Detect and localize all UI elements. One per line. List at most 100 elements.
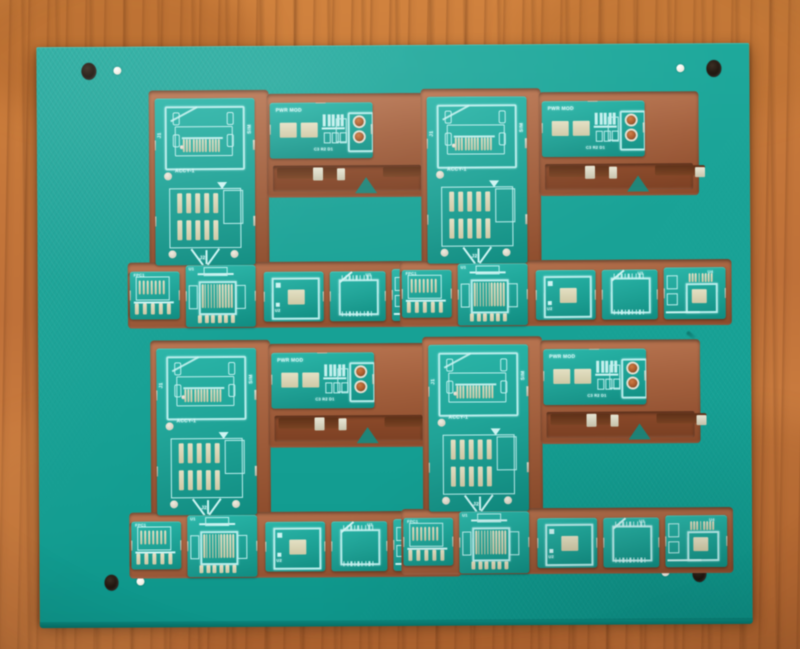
qfp-pin-bottom bbox=[367, 311, 369, 317]
qfp-pin-bottom bbox=[631, 309, 634, 315]
channel-shadow bbox=[548, 165, 610, 178]
main-fanout-trace-r bbox=[480, 494, 494, 512]
sub-board-5[interactable]: U4 bbox=[663, 266, 726, 320]
sub-board-3[interactable]: U2 bbox=[535, 269, 596, 321]
qfp-outline bbox=[340, 529, 381, 566]
connector-bottom-pad bbox=[168, 553, 173, 565]
power-pad-left bbox=[551, 120, 569, 137]
silk-text-main-4: J2 bbox=[201, 505, 208, 512]
breakaway-tab-module-left bbox=[269, 124, 271, 135]
sub-board-2[interactable]: U1 bbox=[185, 264, 256, 328]
socket-contact-finger bbox=[465, 385, 468, 399]
main-board-via-2 bbox=[442, 496, 451, 505]
qfn-bottom-pad bbox=[495, 313, 500, 322]
silk-text-sub-1: FPC1 bbox=[133, 272, 145, 278]
silk-text-main-1: ACCY-1 bbox=[446, 166, 467, 173]
sub-board-2[interactable]: U1 bbox=[457, 263, 528, 326]
connector-pin bbox=[420, 526, 423, 541]
smd-part-a bbox=[325, 382, 333, 394]
main-fanout-trace-c bbox=[205, 250, 208, 265]
sub-board-2[interactable]: U1 bbox=[187, 514, 258, 578]
breakaway-tab-main-right-bot bbox=[254, 465, 258, 476]
breakaway-tab-sub-left bbox=[187, 541, 189, 552]
header-pin bbox=[605, 360, 609, 373]
silk-text-sub-3: U2 bbox=[276, 557, 282, 563]
qfn-sidebox-l bbox=[188, 285, 198, 310]
power-pad-right bbox=[574, 368, 592, 384]
terminal-hole-1 bbox=[628, 363, 638, 373]
qfn-bottom-pad bbox=[231, 564, 236, 573]
breakaway-tab-sub-left bbox=[331, 541, 333, 552]
socket-contact-finger bbox=[485, 385, 488, 399]
connector-pin bbox=[428, 526, 431, 541]
qfp-pin-top bbox=[363, 275, 365, 281]
channel-tab-c bbox=[696, 415, 707, 426]
sub-board-1[interactable]: FPC1 bbox=[401, 269, 452, 318]
qfp-pin-bottom bbox=[629, 557, 632, 563]
silk-text-main-3: SIM bbox=[246, 124, 253, 134]
sub-board-3[interactable]: U2 bbox=[263, 271, 324, 322]
sub-board-4[interactable]: U3 bbox=[601, 269, 658, 320]
breakaway-tab-main-left-top bbox=[154, 140, 156, 151]
qfp-pin-bottom bbox=[639, 309, 641, 315]
main-fanout-trace-c bbox=[477, 248, 480, 263]
dense-bar bbox=[665, 311, 700, 314]
connector-pin bbox=[142, 280, 145, 295]
breakaway-tab-sub-left bbox=[535, 290, 537, 301]
sub-board-3[interactable]: U2 bbox=[265, 521, 326, 572]
sub-board-4[interactable]: U3 bbox=[329, 271, 386, 322]
power-pad-right bbox=[572, 120, 590, 136]
main-fanout-trace-r bbox=[207, 248, 221, 266]
qfn-pin bbox=[229, 534, 232, 559]
dense-bar bbox=[667, 559, 702, 562]
connector-bottom-pad bbox=[152, 553, 157, 565]
sub-board-2[interactable]: U1 bbox=[459, 511, 530, 574]
dense-pin bbox=[696, 521, 699, 531]
sub-board-1[interactable]: FPC1 bbox=[403, 517, 454, 566]
main-fanout-trace-c bbox=[479, 496, 481, 511]
terminal-hole-1 bbox=[626, 115, 636, 125]
dense-side-box-a bbox=[666, 275, 678, 290]
silk-text-main-2: J1 bbox=[428, 130, 435, 137]
socket-slot-4 bbox=[500, 380, 508, 394]
qfp-pin-top bbox=[353, 525, 356, 531]
qfn-sidebox-r bbox=[237, 534, 248, 559]
channel-tab-a bbox=[314, 417, 325, 431]
qfp-outline bbox=[610, 277, 651, 314]
sub-board-1[interactable]: FPC1 bbox=[131, 521, 182, 570]
silk-text-module-2: C3 R2 D1 bbox=[585, 144, 606, 150]
sub-board-1[interactable]: FPC1 bbox=[129, 271, 180, 320]
breakaway-tab-sub-right bbox=[384, 291, 386, 302]
silk-text-main-4: J2 bbox=[471, 253, 478, 260]
breakaway-tab-sub-left bbox=[265, 541, 267, 552]
connector-pin bbox=[162, 280, 165, 295]
sub-board-4[interactable]: U3 bbox=[331, 521, 388, 572]
qfn-bottom-pad bbox=[503, 561, 508, 570]
connector-bottom-pad bbox=[416, 549, 421, 561]
sub-board-3[interactable]: U2 bbox=[537, 517, 598, 569]
component-outline-right bbox=[496, 436, 517, 471]
breakaway-tab-sub-right bbox=[594, 289, 596, 300]
sub-board-4[interactable]: U3 bbox=[603, 517, 660, 568]
socket-contact-finger bbox=[193, 389, 197, 403]
socket-contact-finger bbox=[475, 385, 478, 399]
sub-board-5[interactable]: U4 bbox=[665, 514, 728, 568]
qfp-pin-bottom bbox=[621, 309, 623, 315]
qfp-pin-bottom bbox=[640, 557, 642, 563]
silk-text-sub-1: FPC1 bbox=[135, 522, 147, 528]
channel-tab-a bbox=[586, 413, 597, 427]
connector-bottom-pad bbox=[406, 301, 411, 313]
silk-text-sub-4: U3 bbox=[365, 272, 372, 278]
qfp-pin-bottom bbox=[613, 309, 616, 315]
